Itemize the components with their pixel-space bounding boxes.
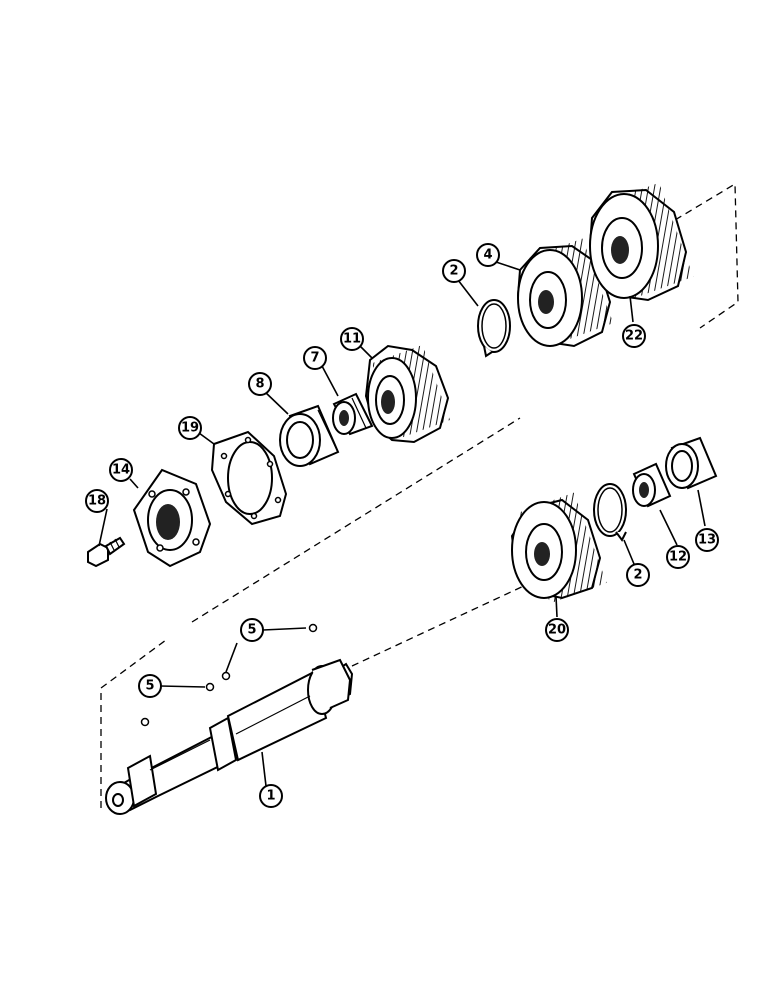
callout-label: 5: [247, 623, 256, 638]
shaft-icon: [105, 658, 354, 815]
callout-5-middle: 5: [240, 618, 264, 642]
bolt-icon: [87, 536, 126, 568]
callout-label: 2: [633, 568, 642, 583]
bearing-icon: [332, 392, 374, 436]
gear-icon: [588, 182, 694, 302]
callout-label: 7: [310, 351, 319, 366]
callout-label: 5: [145, 679, 154, 694]
callout-label: 8: [255, 377, 264, 392]
callout-4: 4: [476, 243, 500, 267]
callout-1: 1: [259, 784, 283, 808]
callout-label: 13: [698, 533, 716, 548]
bearing-icon: [632, 462, 672, 508]
callout-7: 7: [303, 346, 327, 370]
callout-11: 11: [340, 327, 364, 351]
gear-icon: [364, 344, 450, 444]
callout-14: 14: [109, 458, 133, 482]
callout-18: 18: [85, 489, 109, 513]
callout-label: 19: [181, 421, 199, 436]
assembly-centerline: [100, 182, 739, 808]
callout-label: 18: [88, 494, 106, 509]
bearing-icon: [279, 404, 340, 467]
callout-2-upper: 2: [442, 259, 466, 283]
callout-label: 1: [266, 789, 275, 804]
callout-label: 22: [625, 329, 643, 344]
ball-icon: [140, 623, 318, 727]
retainer-icon: [132, 468, 212, 568]
callout-label: 20: [548, 623, 566, 638]
callout-22: 22: [622, 324, 646, 348]
snap-ring-icon: [477, 299, 511, 358]
gasket-icon: [210, 430, 288, 526]
callout-20: 20: [545, 618, 569, 642]
callout-19: 19: [178, 416, 202, 440]
snap-ring-icon: [593, 483, 627, 542]
callout-label: 12: [669, 550, 687, 565]
callout-5-left: 5: [138, 674, 162, 698]
callout-label: 4: [483, 248, 492, 263]
leader-lines: [98, 261, 706, 787]
callout-12: 12: [666, 545, 690, 569]
callout-label: 11: [343, 332, 361, 347]
gear-icon: [510, 492, 607, 604]
callout-2-lower: 2: [626, 563, 650, 587]
callout-13: 13: [695, 528, 719, 552]
callout-label: 14: [112, 463, 130, 478]
callout-8: 8: [248, 372, 272, 396]
callout-label: 2: [449, 264, 458, 279]
bearing-icon: [665, 436, 718, 490]
